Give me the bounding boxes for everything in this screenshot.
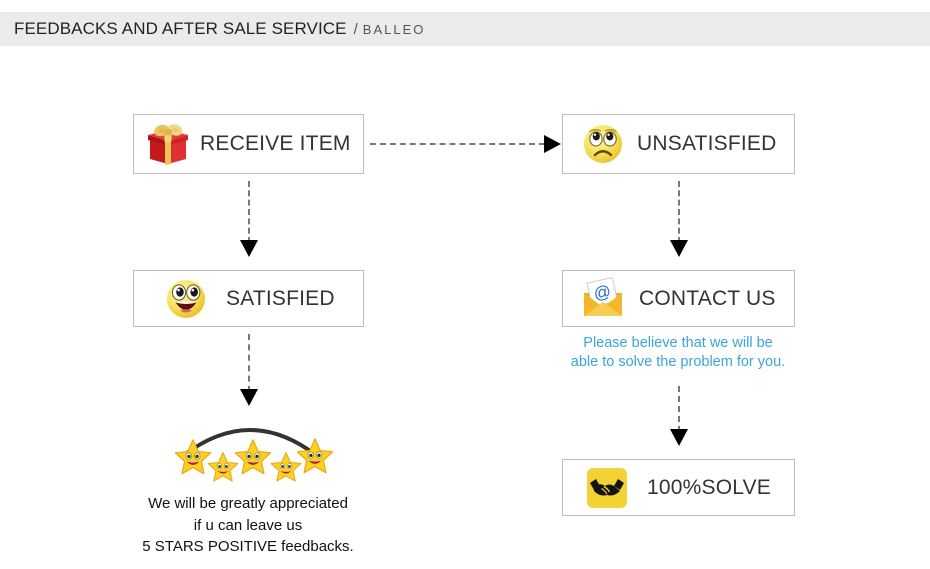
arrow-head-unsatisfied-to-contact	[670, 240, 688, 257]
connector-unsatisfied-to-contact	[678, 181, 680, 243]
node-satisfied[interactable]: SATISFIED	[133, 270, 364, 327]
handshake-icon	[579, 466, 635, 510]
smiling-star-icon	[270, 451, 302, 488]
smiling-star-icon	[174, 438, 212, 481]
node-unsatisfied[interactable]: UNSATISFIED	[562, 114, 795, 174]
page-header-bar: FEEDBACKS AND AFTER SALE SERVICE / BALLE…	[0, 12, 930, 46]
connector-receive-to-satisfied	[248, 181, 250, 243]
connector-satisfied-to-stars	[248, 334, 250, 392]
connector-receive-to-unsatisfied	[370, 143, 545, 145]
brand-name: BALLEO	[362, 22, 426, 37]
feedback-note-line-1: We will be greatly appreciated	[148, 495, 348, 512]
arrow-head-receive-to-unsatisfied	[544, 135, 561, 153]
star-arc-line	[181, 428, 319, 458]
title-separator: /	[353, 21, 358, 38]
smiling-star-icon	[234, 438, 272, 481]
connector-contact-to-solve	[678, 386, 680, 432]
feedback-note-line-3: 5 STARS POSITIVE feedbacks.	[142, 538, 354, 555]
sad-face-icon	[577, 122, 629, 166]
smiling-star-icon	[296, 437, 334, 480]
page-title: FEEDBACKS AND AFTER SALE SERVICE	[14, 19, 347, 38]
node-label-receive-item: RECEIVE ITEM	[200, 132, 351, 155]
svg-text:@: @	[592, 281, 613, 303]
contact-reassurance-note: Please believe that we will be able to s…	[528, 334, 828, 372]
email-envelope-icon: @	[575, 276, 631, 321]
node-label-contact-us: CONTACT US	[639, 286, 776, 310]
gift-box-icon	[142, 122, 194, 166]
star-rating-group	[160, 398, 340, 483]
feedback-note-line-2: if u can leave us	[193, 516, 303, 534]
node-receive-item[interactable]: RECEIVE ITEM	[133, 114, 364, 174]
node-contact-us[interactable]: @ CONTACT US	[562, 270, 795, 327]
smiling-star-icon	[207, 451, 239, 488]
arrow-head-satisfied-to-stars	[240, 389, 258, 406]
node-label-unsatisfied: UNSATISFIED	[637, 132, 777, 155]
node-label-satisfied: SATISFIED	[226, 286, 335, 310]
contact-note-line-2: able to solve the problem for you.	[570, 354, 786, 370]
page-title-group: FEEDBACKS AND AFTER SALE SERVICE / BALLE…	[0, 19, 425, 39]
node-label-solve: 100%SOLVE	[647, 475, 771, 499]
arrow-head-contact-to-solve	[670, 429, 688, 446]
node-solve[interactable]: 100%SOLVE	[562, 459, 795, 516]
contact-note-line-1: Please believe that we will be	[583, 335, 773, 351]
arrow-head-receive-to-satisfied	[240, 240, 258, 257]
happy-face-icon	[160, 277, 212, 321]
feedback-request-note: We will be greatly appreciated if u can …	[98, 493, 398, 558]
